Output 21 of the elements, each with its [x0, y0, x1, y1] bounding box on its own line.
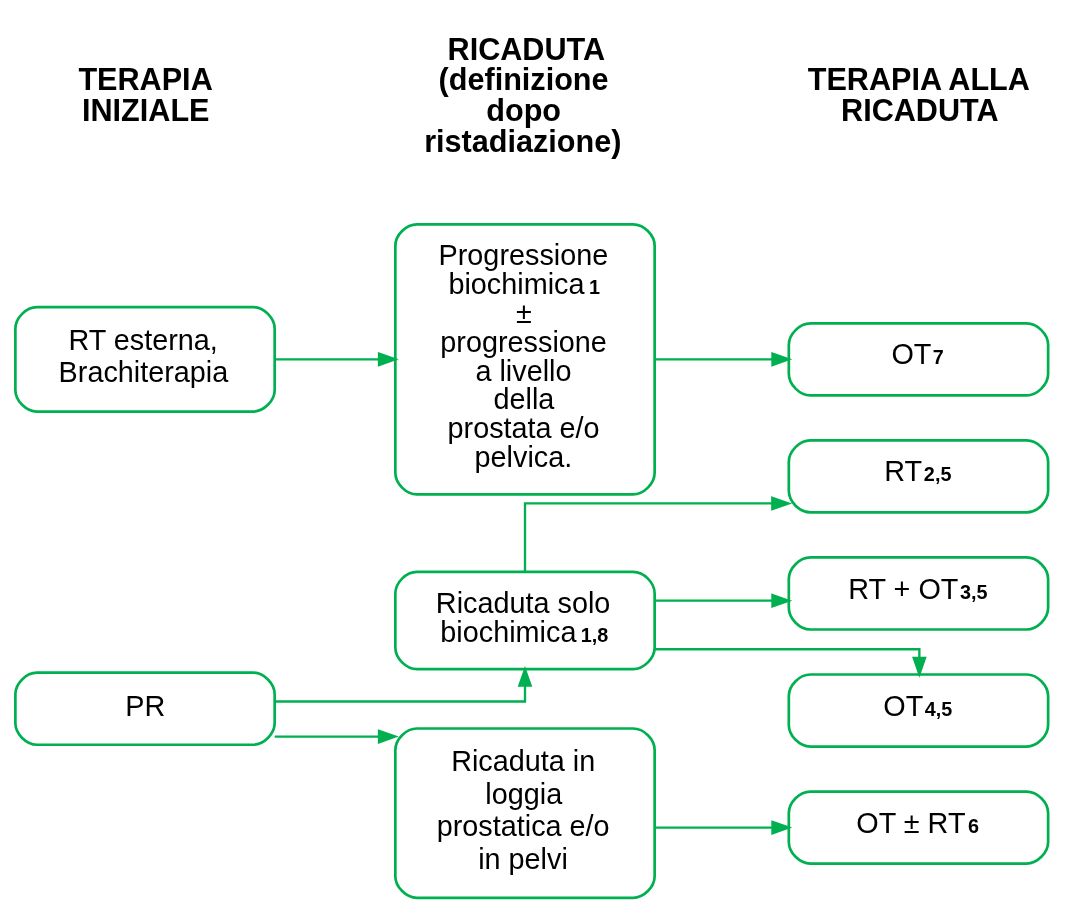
node-box: Progressione biochimica1 ± progressione a livello della prostata e/o pelvica. [394, 222, 656, 496]
label: RICADUTA (definizione dopo ristadiazione) [424, 31, 622, 158]
arrow [654, 593, 793, 608]
arrow [654, 820, 793, 835]
node-box: OT7 [787, 322, 1050, 397]
node-box: OT ± RT6 [787, 790, 1050, 865]
label: TERAPIA INIZIALE [78, 62, 213, 127]
node-box: RT esterna, Brachiterapia [14, 305, 277, 413]
arrow [274, 665, 533, 703]
node-box: RT2,5 [787, 439, 1050, 514]
arrow [523, 496, 793, 572]
arrow [274, 729, 399, 744]
node-box: Ricaduta in loggia prostatica e/o in pelvi [394, 727, 656, 900]
node-box: Ricaduta solo biochimica1,8 [394, 570, 656, 671]
arrow [654, 352, 793, 367]
arrow [274, 352, 399, 367]
node-box: PR [14, 671, 277, 747]
node-box: RT + OT3,5 [787, 556, 1050, 631]
node-box: OT4,5 [787, 673, 1050, 748]
arrow [654, 648, 927, 678]
label: TERAPIA ALLA RICADUTA [807, 62, 1030, 127]
